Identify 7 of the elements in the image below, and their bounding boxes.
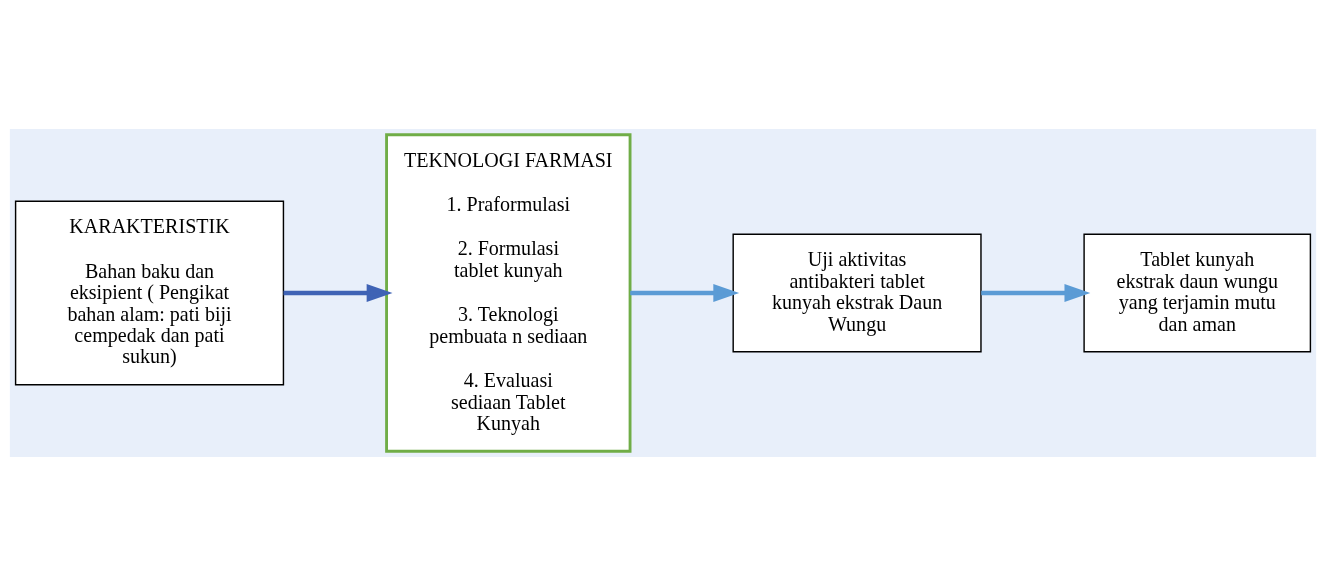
- node-box: Tablet kunyah ekstrak daun wungu yang terjamin mutu dan aman: [1083, 233, 1312, 353]
- arrow: [630, 283, 740, 303]
- arrow: [283, 283, 393, 303]
- arrow: [981, 283, 1091, 303]
- node-box: KARAKTERISTIK Bahan baku dan eksipient ( Pengikat bahan alam: pati biji cempedak dan pati sukun): [14, 200, 285, 386]
- node-box: Uji aktivitas antibakteri tablet kunyah ekstrak Daun Wungu: [732, 233, 982, 353]
- node-box: TEKNOLOGI FARMASI 1. Praformulasi 2. Formulasi tablet kunyah 3. Teknologi pembuata n sediaan 4. Evaluasi sediaan Tablet Kunyah: [385, 133, 632, 453]
